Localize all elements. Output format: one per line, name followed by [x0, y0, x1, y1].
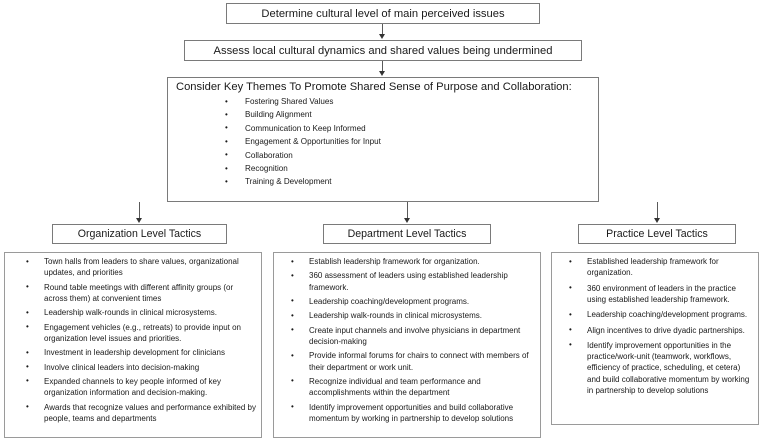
department-tactic-item: 360 assessment of leaders using establis… [283, 270, 535, 292]
key-theme-item: Recognition [225, 162, 598, 176]
practice-tactic-item: Established leadership framework for org… [561, 255, 753, 278]
arrowhead-organization-icon [136, 218, 142, 223]
practice-tactic-item: Leadership coaching/development programs… [561, 309, 753, 320]
node-department-level-header-label: Department Level Tactics [347, 228, 467, 240]
panel-practice-tactics: Established leadership framework for org… [551, 252, 759, 425]
practice-tactic-item: 360 environment of leaders in the practi… [561, 282, 753, 305]
practice-tactic-item: Align incentives to drive dyadic partner… [561, 324, 753, 336]
connector-themes-organization [139, 202, 140, 219]
practice-tactic-item: Identify improvement opportunities in th… [561, 339, 753, 396]
arrowhead-department-icon [404, 218, 410, 223]
department-tactic-item: Provide informal forums for chairs to co… [283, 350, 535, 372]
node-organization-level-header-label: Organization Level Tactics [77, 228, 202, 240]
key-theme-item: Fostering Shared Values [225, 94, 598, 108]
department-tactic-item: Leadership walk-rounds in clinical micro… [283, 310, 535, 321]
organization-tactic-item: Town halls from leaders to share values,… [14, 255, 256, 278]
practice-tactics-list: Established leadership framework for org… [555, 255, 753, 396]
department-tactic-item: Establish leadership framework for organ… [283, 255, 535, 267]
node-key-themes-title: Consider Key Themes To Promote Shared Se… [176, 81, 572, 93]
connector-step2-step3 [382, 61, 383, 72]
organization-tactic-item: Engagement vehicles (e.g., retreats) to … [14, 321, 256, 344]
key-theme-item: Collaboration [225, 148, 598, 162]
node-determine-cultural-level: Determine cultural level of main perceiv… [226, 3, 540, 24]
node-assess-local-dynamics: Assess local cultural dynamics and share… [184, 40, 582, 61]
department-tactic-item: Create input channels and involve physic… [283, 324, 535, 347]
node-department-level-header: Department Level Tactics [323, 224, 491, 244]
connector-themes-practice [657, 202, 658, 219]
node-organization-level-header: Organization Level Tactics [52, 224, 227, 244]
organization-tactic-item: Involve clinical leaders into decision-m… [14, 361, 256, 373]
node-key-themes: Consider Key Themes To Promote Shared Se… [167, 77, 599, 202]
organization-tactics-list: Town halls from leaders to share values,… [8, 255, 256, 424]
connector-themes-department [407, 202, 408, 219]
department-tactic-item: Leadership coaching/development programs… [283, 295, 535, 307]
organization-tactic-item: Awards that recognize values and perform… [14, 401, 256, 424]
node-determine-cultural-level-label: Determine cultural level of main perceiv… [261, 7, 505, 20]
node-practice-level-header-label: Practice Level Tactics [606, 228, 708, 240]
panel-organization-tactics: Town halls from leaders to share values,… [4, 252, 262, 438]
organization-tactic-item: Investment in leadership development for… [14, 347, 256, 358]
key-theme-item: Building Alignment [225, 108, 598, 122]
key-theme-item: Communication to Keep Informed [225, 121, 598, 135]
arrowhead-step3-icon [379, 71, 385, 76]
organization-tactic-item: Leadership walk-rounds in clinical micro… [14, 307, 256, 318]
arrowhead-practice-icon [654, 218, 660, 223]
node-practice-level-header: Practice Level Tactics [578, 224, 736, 244]
connector-step1-step2 [382, 24, 383, 35]
panel-department-tactics: Establish leadership framework for organ… [273, 252, 541, 438]
key-theme-item: Engagement & Opportunities for Input [225, 135, 598, 149]
key-theme-item: Training & Development [225, 175, 598, 189]
node-assess-local-dynamics-label: Assess local cultural dynamics and share… [213, 44, 553, 57]
arrowhead-step2-icon [379, 34, 385, 39]
department-tactics-list: Establish leadership framework for organ… [277, 255, 535, 424]
department-tactic-item: Identify improvement opportunities and b… [283, 401, 535, 424]
organization-tactic-item: Expanded channels to key people informed… [14, 375, 256, 398]
department-tactic-item: Recognize individual and team performanc… [283, 375, 535, 398]
organization-tactic-item: Round table meetings with different affi… [14, 281, 256, 304]
key-themes-list: Fostering Shared Values Building Alignme… [168, 94, 598, 189]
